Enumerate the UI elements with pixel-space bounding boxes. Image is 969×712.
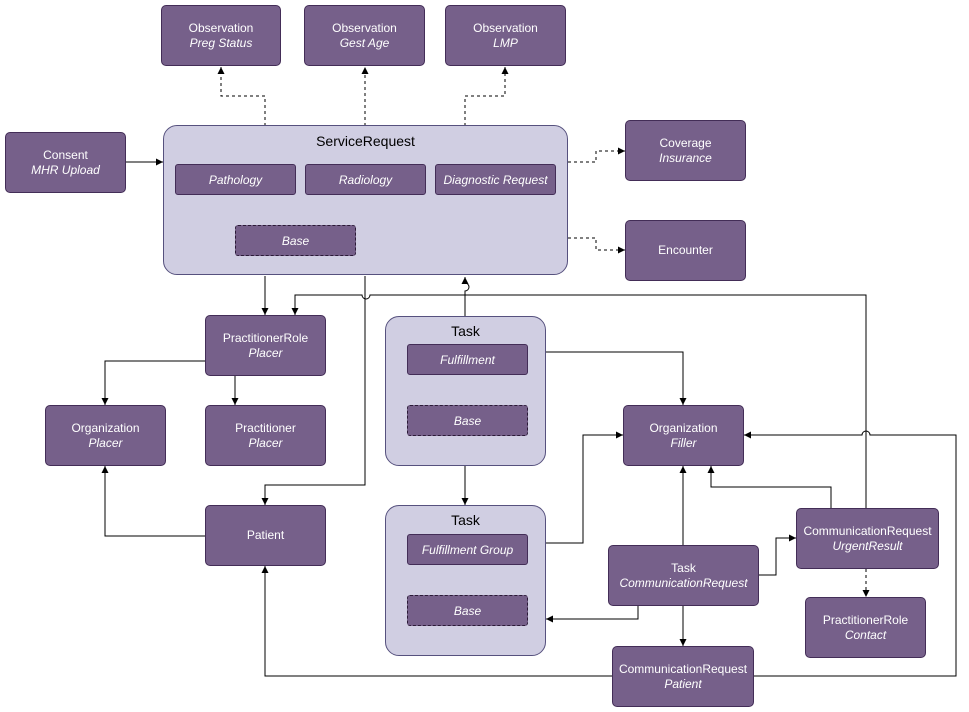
node-subtitle: Filler: [670, 435, 697, 450]
node-title: Consent: [43, 147, 88, 162]
node-subtitle: LMP: [493, 35, 518, 50]
practitioner-placer-node[interactable]: Practitioner Placer: [205, 405, 326, 466]
node-subtitle: Placer: [248, 435, 283, 450]
diagnostic-request-node[interactable]: Diagnostic Request: [435, 164, 556, 195]
edge-task-orgfiller: [546, 351, 687, 405]
edge-task-sr: [461, 277, 470, 316]
practitioner-role-contact-node[interactable]: PractitionerRole Contact: [805, 597, 926, 658]
organization-filler-node[interactable]: Organization Filler: [623, 405, 744, 466]
practitioner-role-placer-node[interactable]: PractitionerRole Placer: [205, 315, 326, 376]
node-title: Observation: [332, 20, 397, 35]
node-subtitle: Preg Status: [189, 35, 253, 50]
node-subtitle: Contact: [844, 627, 887, 642]
node-title: Observation: [473, 20, 538, 35]
organization-placer-node[interactable]: Organization Placer: [45, 405, 166, 466]
service-request-title: ServiceRequest: [316, 133, 415, 149]
edge-sr-encounter: [568, 237, 625, 254]
node-subtitle: Insurance: [659, 150, 712, 165]
edge-commpatient-patient: [261, 566, 612, 677]
node-title: Organization: [649, 420, 718, 435]
task-communication-request-node[interactable]: Task CommunicationRequest: [608, 545, 759, 606]
node-subtitle: MHR Upload: [31, 162, 100, 177]
node-title: PractitionerRole: [822, 612, 909, 627]
task-fulfillment-group-base-node[interactable]: Base: [407, 595, 528, 626]
coverage-node[interactable]: Coverage Insurance: [625, 120, 746, 181]
edge-commpatient-orgfiller: [744, 430, 957, 677]
consent-node[interactable]: Consent MHR Upload: [5, 132, 126, 193]
task-title: Task: [451, 323, 480, 339]
node-title: Encounter: [658, 243, 713, 257]
node-subtitle: Patient: [664, 676, 702, 691]
edge-sr-coverage: [568, 147, 625, 163]
edge-patient-org: [101, 466, 205, 537]
node-title: Organization: [71, 420, 140, 435]
encounter-node[interactable]: Encounter: [625, 220, 746, 281]
node-subtitle: Placer: [248, 345, 283, 360]
node-subtitle: UrgentResult: [832, 538, 903, 553]
edge-taskcomm-commurgent: [759, 534, 796, 576]
service-request-base-node[interactable]: Base: [235, 225, 356, 256]
fulfillment-node[interactable]: Fulfillment: [407, 344, 528, 375]
edge-commurgent-pracrole: [291, 294, 867, 508]
communication-request-urgent-result-node[interactable]: CommunicationRequest UrgentResult: [796, 508, 939, 569]
observation-gest-age-node[interactable]: Observation Gest Age: [304, 5, 425, 66]
edge-commurgent-orgfiller: [707, 466, 832, 508]
patient-node[interactable]: Patient: [205, 505, 326, 566]
communication-request-patient-node[interactable]: CommunicationRequest Patient: [612, 646, 754, 707]
service-request-container[interactable]: ServiceRequest: [163, 125, 568, 275]
edge-taskcomm-taskgroup: [546, 606, 639, 623]
node-title: Observation: [188, 20, 254, 35]
edge-pracrole-org: [101, 360, 205, 405]
edge-sr-obs-preg: [217, 67, 266, 126]
node-subtitle: Placer: [88, 435, 123, 450]
fulfillment-group-node[interactable]: Fulfillment Group: [407, 534, 528, 565]
task-fulfillment-group-container[interactable]: Task: [385, 505, 546, 656]
edge-sr-obs-lmp: [464, 67, 509, 126]
node-title: CommunicationRequest: [803, 523, 932, 538]
observation-preg-status-node[interactable]: Observation Preg Status: [161, 5, 281, 66]
task-fulfillment-container[interactable]: Task: [385, 316, 546, 466]
edge-sr-patient: [261, 276, 366, 505]
task-fulfillment-base-node[interactable]: Base: [407, 405, 528, 436]
edge-taskgroup-orgfiller: [546, 431, 623, 544]
node-title: Practitioner: [235, 420, 296, 435]
task-title: Task: [451, 512, 480, 528]
pathology-node[interactable]: Pathology: [175, 164, 296, 195]
node-title: Patient: [246, 528, 285, 542]
node-subtitle: CommunicationRequest: [619, 575, 748, 590]
node-title: Coverage: [659, 135, 712, 150]
node-subtitle: Gest Age: [339, 35, 390, 50]
observation-lmp-node[interactable]: Observation LMP: [445, 5, 566, 66]
node-title: PractitionerRole: [222, 330, 309, 345]
node-title: CommunicationRequest: [618, 661, 748, 676]
node-title: Task: [671, 560, 696, 575]
radiology-node[interactable]: Radiology: [305, 164, 426, 195]
